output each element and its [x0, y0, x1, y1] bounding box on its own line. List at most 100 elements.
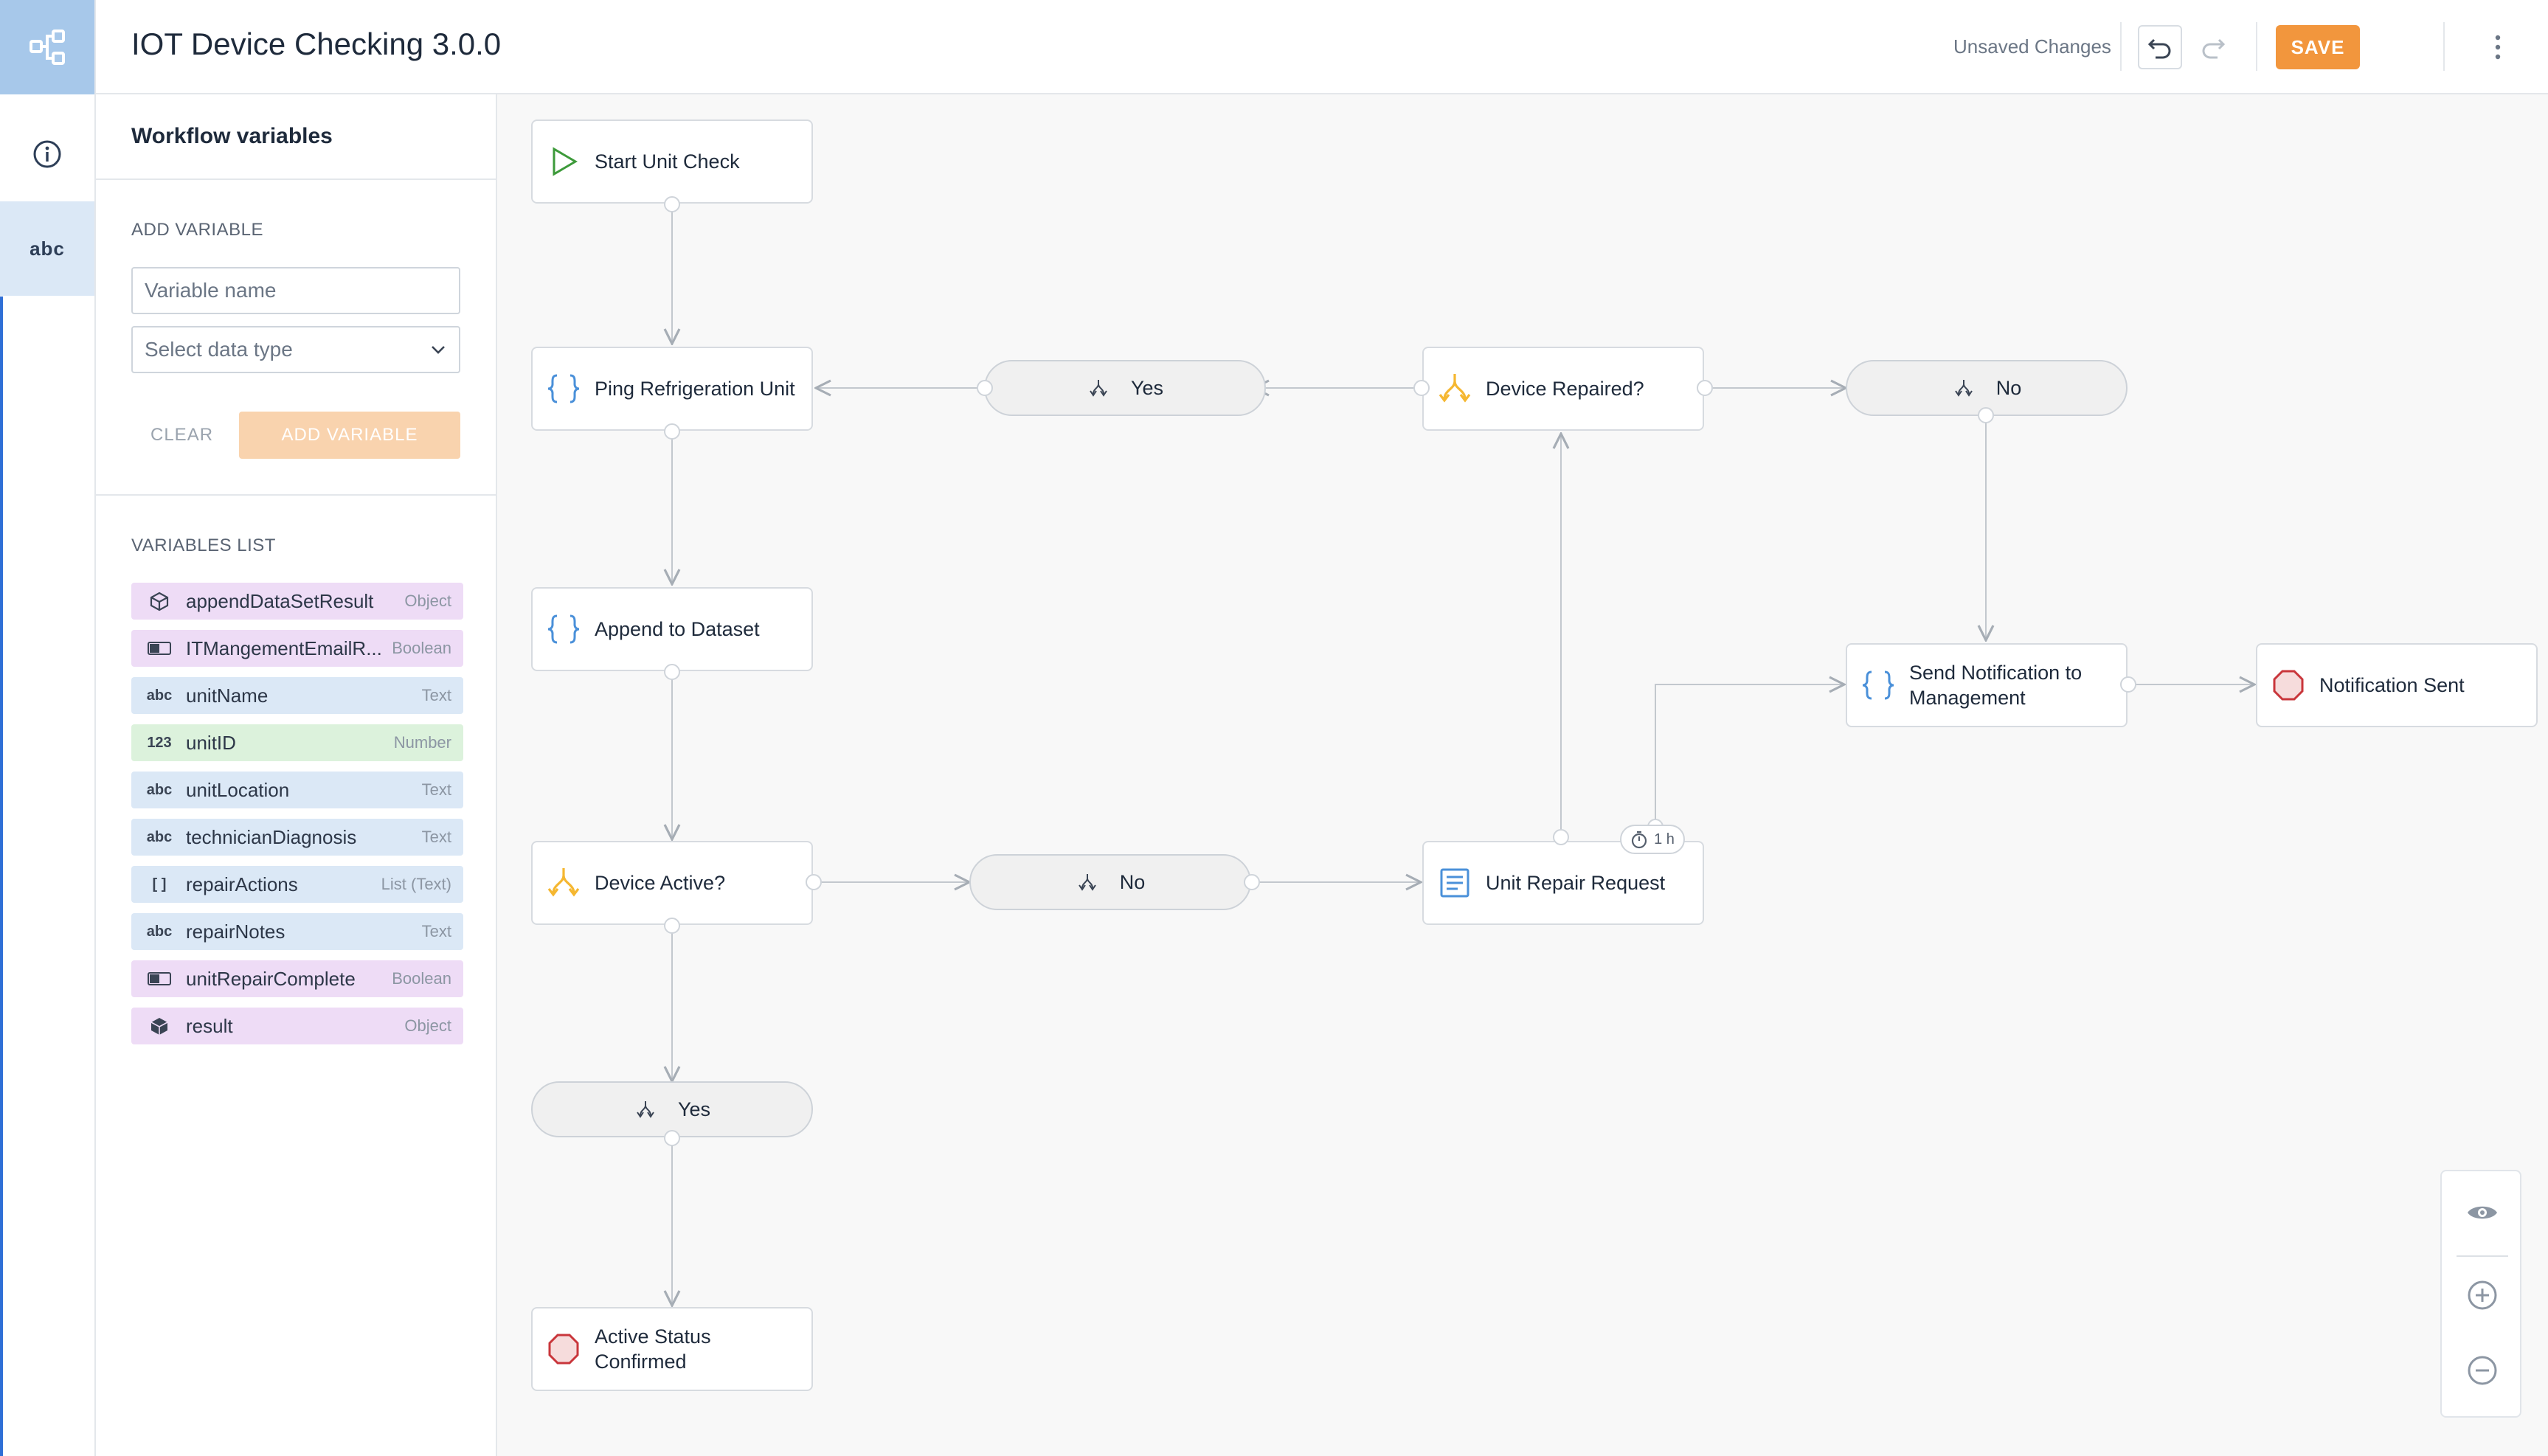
text-type-icon: abc: [30, 237, 65, 260]
variable-row[interactable]: 123 unitID Number: [131, 724, 463, 761]
variable-name: unitID: [186, 731, 236, 754]
variable-name: unitLocation: [186, 778, 290, 801]
variable-row[interactable]: result Object: [131, 1008, 463, 1044]
node-device-active[interactable]: Device Active?: [531, 841, 813, 925]
controls-divider: [2457, 1255, 2508, 1257]
chevron-down-icon: [432, 346, 445, 354]
node-label: Notification Sent: [2319, 674, 2465, 696]
timer-badge[interactable]: 1 h: [1620, 825, 1685, 854]
zoom-in-button[interactable]: [2460, 1273, 2504, 1317]
workflow-logo-button[interactable]: [0, 0, 94, 94]
variable-type: Number: [393, 733, 451, 752]
condition-branch-icon: [634, 1098, 657, 1121]
braces-icon: [544, 610, 583, 648]
toggle-view-button[interactable]: [2460, 1190, 2504, 1235]
condition-label: Yes: [1130, 376, 1164, 399]
node-ping-refrigeration-unit[interactable]: Ping Refrigeration Unit: [531, 347, 813, 431]
variable-type: Boolean: [392, 969, 451, 988]
output-port[interactable]: [1978, 407, 1994, 423]
variable-name: appendDataSetResult: [186, 589, 374, 612]
variable-type: Text: [421, 922, 451, 940]
output-port[interactable]: [806, 874, 822, 890]
output-port[interactable]: [1697, 380, 1713, 396]
data-type-placeholder: Select data type: [145, 338, 293, 361]
top-header: IOT Device Checking 3.0.0 Unsaved Change…: [96, 0, 2548, 94]
clear-button[interactable]: CLEAR: [150, 425, 214, 445]
node-active-status-confirmed[interactable]: Active Status Confirmed: [531, 1307, 813, 1391]
variable-type: Text: [421, 780, 451, 799]
workflow-title: IOT Device Checking 3.0.0: [131, 27, 502, 61]
variable-name: unitRepairComplete: [186, 967, 356, 990]
output-port[interactable]: [1244, 874, 1260, 890]
variable-row[interactable]: abc unitLocation Text: [131, 772, 463, 808]
node-label: Append to Dataset: [595, 618, 760, 640]
info-icon: [33, 140, 61, 168]
output-port[interactable]: [977, 380, 993, 396]
list-icon: [ ]: [152, 876, 167, 892]
form-icon: [1436, 864, 1474, 902]
variable-row[interactable]: unitRepairComplete Boolean: [131, 960, 463, 997]
variable-row[interactable]: abc unitName Text: [131, 677, 463, 714]
variable-name-input[interactable]: [131, 267, 460, 314]
variable-name: unitName: [186, 684, 269, 707]
zoom-out-button[interactable]: [2460, 1348, 2504, 1393]
undo-button[interactable]: [2138, 25, 2182, 69]
variable-name: technicianDiagnosis: [186, 825, 357, 848]
branch-icon: [1436, 370, 1474, 408]
variables-list: appendDataSetResult Object ITMangementEm…: [131, 583, 463, 1055]
output-port[interactable]: [1413, 380, 1430, 396]
edge-timer-to-notify: [1655, 684, 1844, 826]
header-divider: [2443, 22, 2445, 71]
output-port[interactable]: [664, 1130, 680, 1146]
condition-label: No: [1119, 870, 1146, 893]
variable-row[interactable]: abc repairNotes Text: [131, 913, 463, 950]
node-label: Device Repaired?: [1486, 378, 1644, 400]
text-icon: abc: [146, 828, 173, 845]
more-vertical-icon: [2495, 35, 2501, 60]
stop-icon: [544, 1330, 583, 1368]
variable-row[interactable]: abc technicianDiagnosis Text: [131, 819, 463, 856]
variable-row[interactable]: appendDataSetResult Object: [131, 583, 463, 620]
zoom-in-icon: [2468, 1280, 2497, 1310]
node-notification-sent[interactable]: Notification Sent: [2256, 643, 2538, 727]
toggle-icon: [145, 642, 174, 655]
data-type-select[interactable]: Select data type: [131, 326, 460, 373]
braces-icon: [1859, 666, 1897, 704]
cube-outline-icon: [145, 591, 174, 611]
add-variable-button[interactable]: ADD VARIABLE: [239, 412, 460, 459]
variable-type: Object: [404, 592, 451, 610]
stopwatch-icon: [1631, 831, 1647, 849]
left-rail: abc: [0, 0, 96, 1456]
output-port[interactable]: [664, 918, 680, 934]
variable-type: Boolean: [392, 639, 451, 657]
toggle-icon: [145, 972, 174, 985]
rail-active-indicator: [0, 297, 3, 1456]
info-tab-button[interactable]: [0, 107, 94, 201]
cube-solid-icon: [145, 1016, 174, 1036]
node-append-to-dataset[interactable]: Append to Dataset: [531, 587, 813, 671]
variable-name: result: [186, 1014, 233, 1037]
timer-label: 1 h: [1654, 831, 1675, 847]
more-options-button[interactable]: [2476, 25, 2520, 69]
node-start-unit-check[interactable]: Start Unit Check: [531, 119, 813, 204]
node-send-notification[interactable]: Send Notification to Management: [1846, 643, 2128, 727]
output-port[interactable]: [664, 423, 680, 440]
workflow-canvas[interactable]: Start Unit Check Ping Refrigeration Unit…: [497, 94, 2548, 1456]
zoom-out-icon: [2468, 1356, 2497, 1385]
variable-row[interactable]: [ ] repairActions List (Text): [131, 866, 463, 903]
node-device-repaired[interactable]: Device Repaired?: [1422, 347, 1704, 431]
redo-button[interactable]: [2191, 25, 2235, 69]
variable-row[interactable]: ITMangementEmailR... Boolean: [131, 630, 463, 667]
output-port[interactable]: [664, 664, 680, 680]
condition-active-no[interactable]: No: [969, 854, 1251, 910]
variables-tab-button[interactable]: abc: [0, 201, 94, 296]
save-button[interactable]: SAVE: [2276, 25, 2360, 69]
condition-branch-icon: [1087, 376, 1110, 400]
output-port[interactable]: [664, 196, 680, 212]
variables-list-section-label: VARIABLES LIST: [131, 535, 276, 555]
condition-active-yes[interactable]: Yes: [531, 1081, 813, 1137]
output-port[interactable]: [2120, 676, 2136, 693]
variable-name: repairActions: [186, 873, 298, 895]
condition-repaired-yes[interactable]: Yes: [984, 360, 1266, 416]
output-port[interactable]: [1553, 829, 1569, 845]
